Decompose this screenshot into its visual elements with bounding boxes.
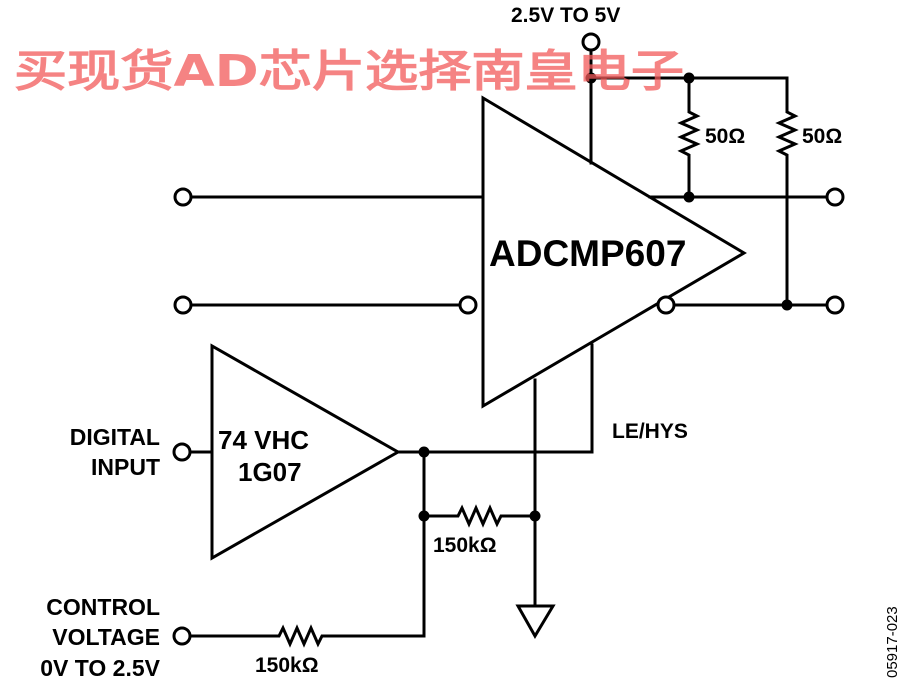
resistor-150k-series [188, 624, 426, 648]
supply-rail [589, 76, 789, 112]
output-q-terminal [825, 187, 845, 207]
junction-dot [418, 446, 430, 458]
control-voltage-label-1: CONTROL [46, 594, 160, 620]
resistor-150k-feedback [422, 504, 537, 528]
junction-dot [585, 72, 597, 84]
resistor-50ohm-2 [775, 108, 799, 307]
figure-id: 05917-023 [884, 606, 900, 678]
buffer-label-line1: 74 VHC [218, 425, 309, 455]
junction-dot [529, 510, 541, 522]
digital-input-terminal [172, 442, 192, 462]
input-pos-terminal [173, 187, 193, 207]
supply-label: 2.5V TO 5V [511, 4, 620, 27]
resistor-label-2: 50Ω [802, 125, 842, 148]
digital-input-label-1: DIGITAL [70, 424, 160, 450]
resistor-label-1: 50Ω [705, 125, 745, 148]
input-neg-terminal [173, 295, 193, 315]
junction-dot [683, 191, 695, 203]
buffer-label-line2: 1G07 [238, 457, 302, 487]
junction-dot [781, 299, 793, 311]
watermark: 买现货AD芯片选择南皇电子 [14, 46, 684, 97]
output-qbar-terminal [825, 295, 845, 315]
ground-icon [515, 604, 556, 639]
input-neg-bubble [458, 295, 478, 315]
control-voltage-label-2: VOLTAGE [52, 624, 160, 650]
series-resistor-label: 150kΩ [255, 654, 319, 677]
le-hys-label: LE/HYS [612, 420, 688, 443]
digital-input-label-2: INPUT [91, 454, 160, 480]
control-voltage-terminal [172, 626, 192, 646]
output-qbar-bubble [656, 295, 676, 315]
comparator-label: ADCMP607 [489, 233, 686, 274]
feedback-resistor-label: 150kΩ [433, 534, 497, 557]
le-hys-wire [396, 343, 594, 454]
comparator-triangle [481, 95, 747, 409]
control-voltage-label-3: 0V TO 2.5V [40, 655, 160, 681]
resistor-50ohm-1 [677, 76, 701, 199]
supply-terminal [581, 32, 601, 52]
